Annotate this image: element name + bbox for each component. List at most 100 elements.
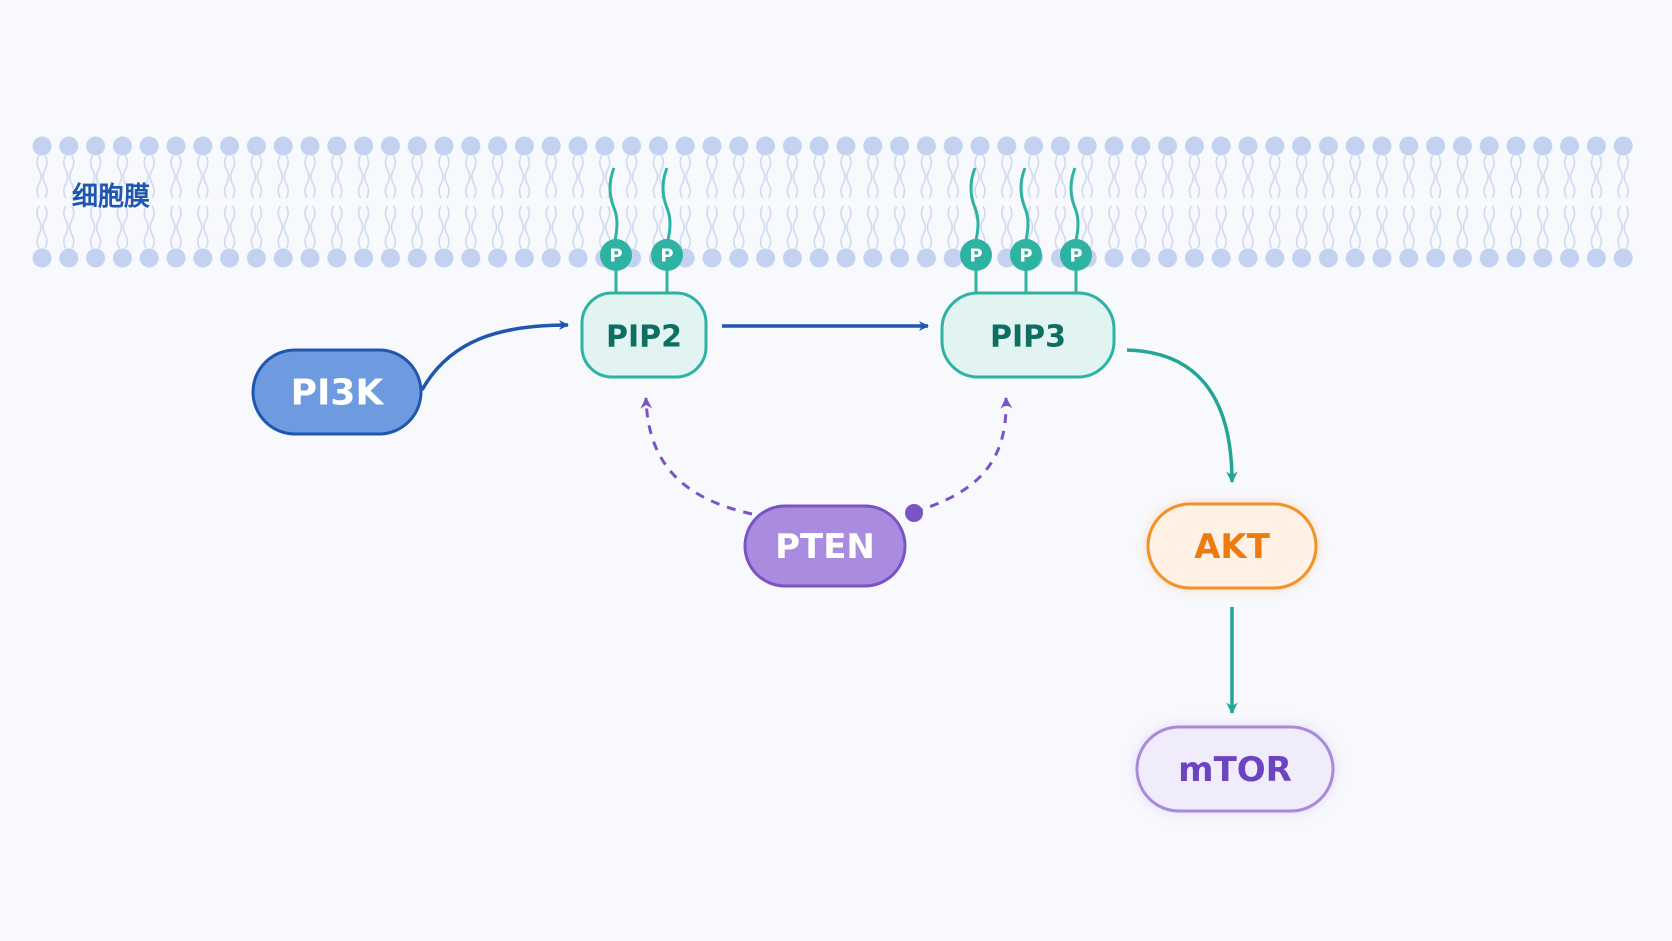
pip3-shape [940, 291, 1116, 379]
lipid-tail [1483, 155, 1495, 199]
lipid-head [863, 136, 883, 156]
pip2-lipid-tail-2 [661, 167, 672, 245]
lipid-tail [1001, 205, 1013, 249]
lipid-head [836, 136, 856, 156]
lipid-head [300, 136, 320, 156]
lipid-head [380, 136, 400, 156]
lipid-tail [1429, 155, 1442, 199]
lipid-head [1265, 136, 1285, 156]
lipid-head [166, 248, 186, 268]
phosphate-icon [960, 239, 992, 271]
lipid-head [1372, 248, 1392, 268]
lipid-tail [1081, 155, 1093, 199]
phosphate-icon [1060, 239, 1092, 271]
lipid-tail [572, 155, 584, 199]
lipid-head [1426, 136, 1446, 156]
lipid-tail [223, 155, 236, 199]
lipid-head [1184, 136, 1204, 156]
lipid-head [1077, 136, 1097, 156]
lipid-tail [733, 155, 745, 199]
lipid-head [59, 136, 79, 156]
lipid-tail [1242, 155, 1254, 199]
lipid-tail [170, 155, 182, 199]
lipid-tail [411, 155, 423, 199]
phosphate-icon [600, 239, 632, 271]
lipid-tail [1054, 205, 1067, 249]
lipid-tail [89, 205, 102, 249]
lipid-tail [465, 205, 477, 249]
lipid-head [380, 248, 400, 268]
lipid-tail [840, 155, 852, 199]
lipid-tail [840, 205, 852, 249]
pip2-phospholipid: P P [600, 167, 683, 294]
lipid-head [568, 136, 588, 156]
cell-membrane: 细胞膜 [32, 136, 1633, 268]
lipid-tail [304, 205, 316, 249]
pathway-arrows [420, 320, 1238, 715]
lipid-tail [411, 205, 423, 249]
lipid-head [997, 136, 1017, 156]
membrane-lipid-tails [36, 155, 1629, 249]
lipid-head [1265, 248, 1285, 268]
lipid-tail [1590, 205, 1603, 249]
lipid-head [273, 248, 293, 268]
lipid-head [809, 136, 829, 156]
lipid-head [139, 136, 159, 156]
lipid-tail [518, 155, 531, 199]
lipid-head [1184, 248, 1204, 268]
lipid-head [943, 136, 963, 156]
lipid-head [434, 136, 454, 156]
lipid-tail [974, 155, 986, 199]
lipid-tail [1108, 205, 1120, 249]
lipid-head [1372, 136, 1392, 156]
lipid-head [1131, 248, 1151, 268]
lipid-head [488, 136, 508, 156]
lipid-tail [545, 155, 557, 199]
lipid-tail [867, 205, 879, 249]
lipid-head [863, 248, 883, 268]
lipid-head [702, 248, 722, 268]
pten-label: PTEN [775, 527, 875, 567]
lipid-head [300, 248, 320, 268]
lipid-head [1131, 136, 1151, 156]
lipid-head [916, 136, 936, 156]
lipid-tail [277, 155, 289, 199]
lipid-tail [1322, 205, 1335, 249]
lipid-head [1399, 248, 1419, 268]
lipid-tail [599, 155, 611, 199]
pip3-lipid-tail-1 [969, 167, 980, 245]
lipid-head [1560, 248, 1580, 268]
lipid-tail [679, 205, 691, 249]
lipid-tail [1215, 205, 1227, 249]
lipid-head [354, 136, 374, 156]
phosphate-label: P [1019, 246, 1032, 267]
lipid-tail [1429, 205, 1442, 249]
lipid-head [809, 248, 829, 268]
lipid-head [488, 248, 508, 268]
lipid-head [541, 248, 561, 268]
lipid-tail [759, 205, 772, 249]
lipid-tail [1617, 205, 1629, 249]
lipid-head [1345, 136, 1365, 156]
lipid-head [354, 248, 374, 268]
lipid-tail [625, 205, 638, 249]
lipid-head [1613, 248, 1633, 268]
node-pten: PTEN [743, 504, 907, 588]
lipid-tail [223, 205, 236, 249]
lipid-tail [331, 155, 343, 199]
akt-shape [1146, 502, 1318, 590]
lipid-tail [1403, 205, 1415, 249]
lipid-head [916, 248, 936, 268]
membrane-lipid-heads [32, 136, 1633, 268]
lipid-head [112, 136, 132, 156]
lipid-tail [1483, 205, 1495, 249]
lipid-tail [1108, 155, 1120, 199]
lipid-tail [491, 155, 504, 199]
arrow-pten-to-pip3 [913, 396, 1013, 514]
lipid-head [1560, 136, 1580, 156]
node-pip3: PIP3 [940, 291, 1116, 379]
lipid-tail [116, 155, 129, 199]
lipid-head [1613, 136, 1633, 156]
lipid-head [1586, 248, 1606, 268]
lipid-head [1452, 136, 1472, 156]
